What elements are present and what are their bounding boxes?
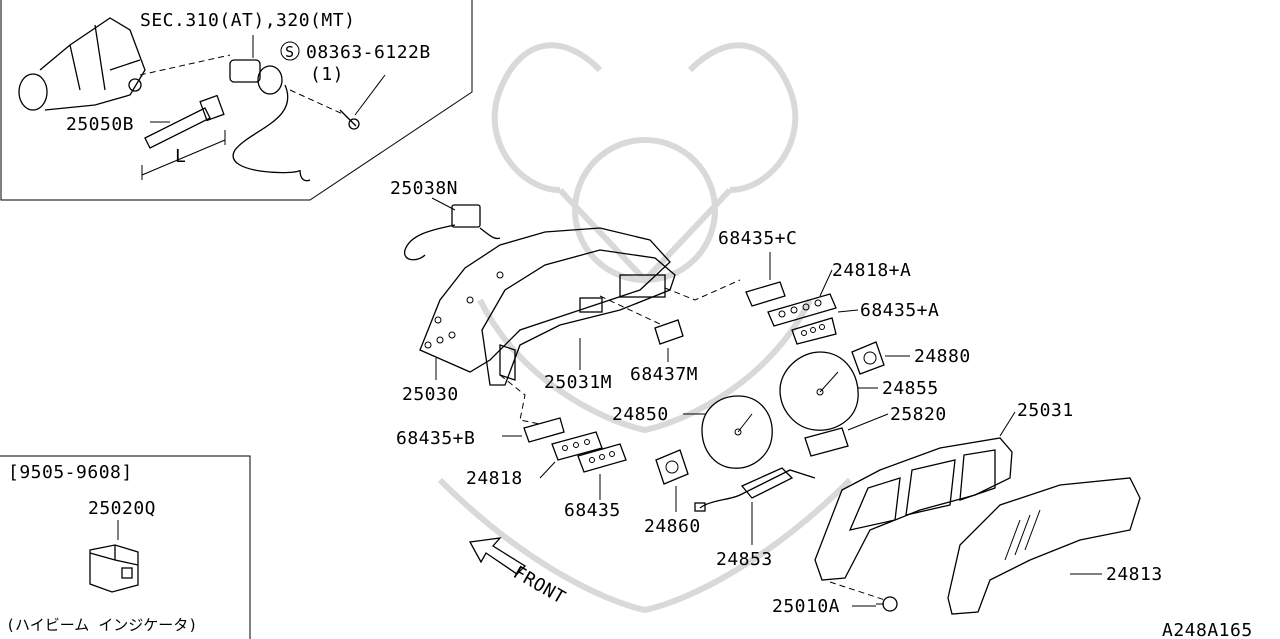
leader-dash-68435B — [499, 374, 541, 425]
label-inset-date: [9505-9608] — [8, 462, 133, 483]
label-25820: 25820 — [890, 404, 947, 425]
switch-25820-part — [804, 427, 849, 457]
dim-L-line — [141, 130, 226, 180]
bulb-68435A-part — [791, 317, 837, 345]
printed-circuit-part — [419, 227, 671, 373]
label-24860: 24860 — [644, 516, 701, 537]
label-68435: 68435 — [564, 500, 621, 521]
bulb-68437M-part — [654, 319, 684, 345]
leader-68435A — [837, 309, 859, 313]
bolt-part — [339, 109, 360, 130]
label-bolt-qty: (1) — [310, 64, 344, 85]
label-front: FRONT — [510, 562, 570, 609]
cable-24853-part — [694, 467, 816, 512]
gauge-24880-part — [851, 341, 885, 375]
harness-connector-part — [404, 204, 501, 261]
inset-frame-top — [0, 0, 473, 201]
label-24855: 24855 — [882, 378, 939, 399]
inset-frame-bottom — [0, 455, 251, 639]
leader-trans-sensor — [139, 54, 231, 76]
speed-sensor-part — [229, 59, 311, 182]
label-24853: 24853 — [716, 549, 773, 570]
label-25010A: 25010A — [772, 596, 840, 617]
bulb-68435-part — [577, 443, 627, 473]
label-figure-code: A248A165 — [1162, 620, 1253, 639]
wire-band-part — [144, 94, 225, 149]
label-25020Q: 25020Q — [88, 498, 156, 519]
transmission-part — [18, 17, 146, 111]
screw-25010A-part — [876, 596, 898, 612]
speedometer-24850-part — [701, 395, 773, 469]
high-beam-indicator-part — [89, 544, 139, 593]
leader-25038N — [431, 197, 456, 211]
label-sec-ref: SEC.310(AT),320(MT) — [140, 10, 355, 31]
socket-24818A-part — [767, 293, 837, 327]
label-68435C: 68435+C — [718, 228, 797, 249]
leader-25031 — [999, 411, 1016, 437]
leader-24818 — [539, 461, 556, 479]
label-24880: 24880 — [914, 346, 971, 367]
label-bolt-part: 08363-6122B — [306, 42, 431, 63]
label-bolt-s: S — [285, 43, 294, 61]
leader-bolt — [354, 74, 386, 116]
leader-24818A — [819, 269, 833, 297]
leader-bolt-dash — [289, 89, 346, 116]
glass-24813-part — [947, 477, 1141, 615]
label-68437M: 68437M — [630, 364, 698, 385]
tachometer-24855-part — [779, 351, 859, 431]
bulb-68435C-part — [745, 281, 786, 307]
front-arrow-icon — [468, 537, 527, 575]
label-inset-caption: (ハイビーム インジケータ) — [6, 616, 197, 634]
leader-25820 — [847, 413, 889, 431]
label-25030: 25030 — [402, 384, 459, 405]
socket-24818-part — [551, 431, 603, 461]
bulb-68435B-part — [523, 417, 565, 443]
label-24850: 24850 — [612, 404, 669, 425]
label-25050B: 25050B — [66, 114, 134, 135]
cluster-lid-25031-part — [814, 437, 1013, 581]
label-68435B: 68435+B — [396, 428, 475, 449]
label-24818A: 24818+A — [832, 260, 911, 281]
label-68435A: 68435+A — [860, 300, 939, 321]
label-25031: 25031 — [1017, 400, 1074, 421]
label-24813: 24813 — [1106, 564, 1163, 585]
label-25038N: 25038N — [390, 178, 458, 199]
label-24818: 24818 — [466, 468, 523, 489]
label-dim-L: L — [175, 146, 186, 167]
watermark-emblem — [437, 42, 853, 614]
label-25031M: 25031M — [544, 372, 612, 393]
bolt-s-circle — [280, 41, 300, 61]
leader-dash-68437M — [599, 295, 661, 325]
leader-dash-68435C — [664, 279, 741, 301]
gauge-24860-part — [655, 449, 689, 485]
